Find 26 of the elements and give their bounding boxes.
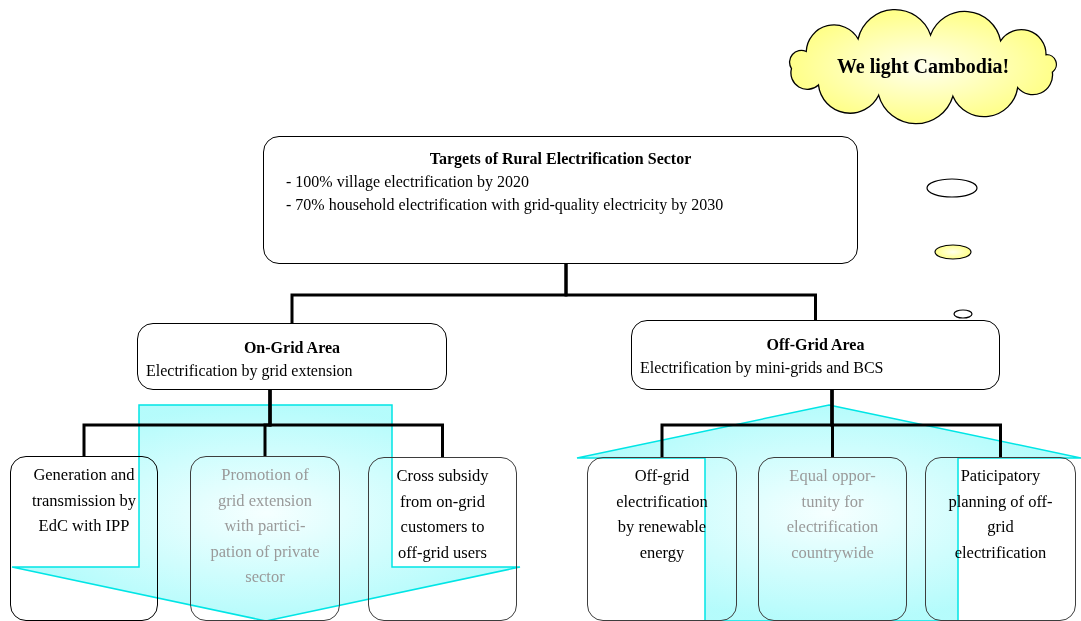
box-description: Electrification by grid extension	[146, 361, 354, 382]
measure-text: Promotion of grid extension with partici- pation of private sector	[209, 464, 321, 589]
slogan: We light Cambodia!	[836, 54, 1010, 78]
target-box	[263, 136, 858, 264]
measure-box	[190, 456, 340, 621]
box-heading: Targets of Rural Electrification Sector	[428, 149, 693, 170]
box-description: Electrification by mini-grids and BCS	[640, 358, 885, 379]
connector-line	[268, 390, 444, 457]
target-item: - 100% village electrification by 2020	[286, 172, 531, 193]
connector-line	[830, 390, 1002, 457]
box-heading: On-Grid Area	[242, 338, 342, 358]
block-arrow	[576, 404, 1081, 621]
measure-text: Cross subsidy from on-grid customers to off-grid users	[395, 465, 490, 564]
target-item: - 70% household electrification with grid-quality electricity by 2030	[286, 195, 725, 216]
measure-box	[758, 457, 907, 621]
area-box	[137, 323, 447, 390]
box-heading: Off-Grid Area	[765, 335, 866, 355]
measure-text: Equal oppor- tunity for electrification countrywide	[785, 465, 880, 564]
measure-text: Generation and transmission by EdC with IPP	[30, 464, 137, 538]
connector-line	[564, 264, 817, 320]
measure-box	[925, 457, 1076, 621]
block-arrow	[11, 404, 521, 621]
measure-box	[587, 457, 737, 621]
area-box	[631, 320, 1000, 390]
measure-box	[368, 457, 517, 621]
measure-box	[10, 456, 158, 621]
